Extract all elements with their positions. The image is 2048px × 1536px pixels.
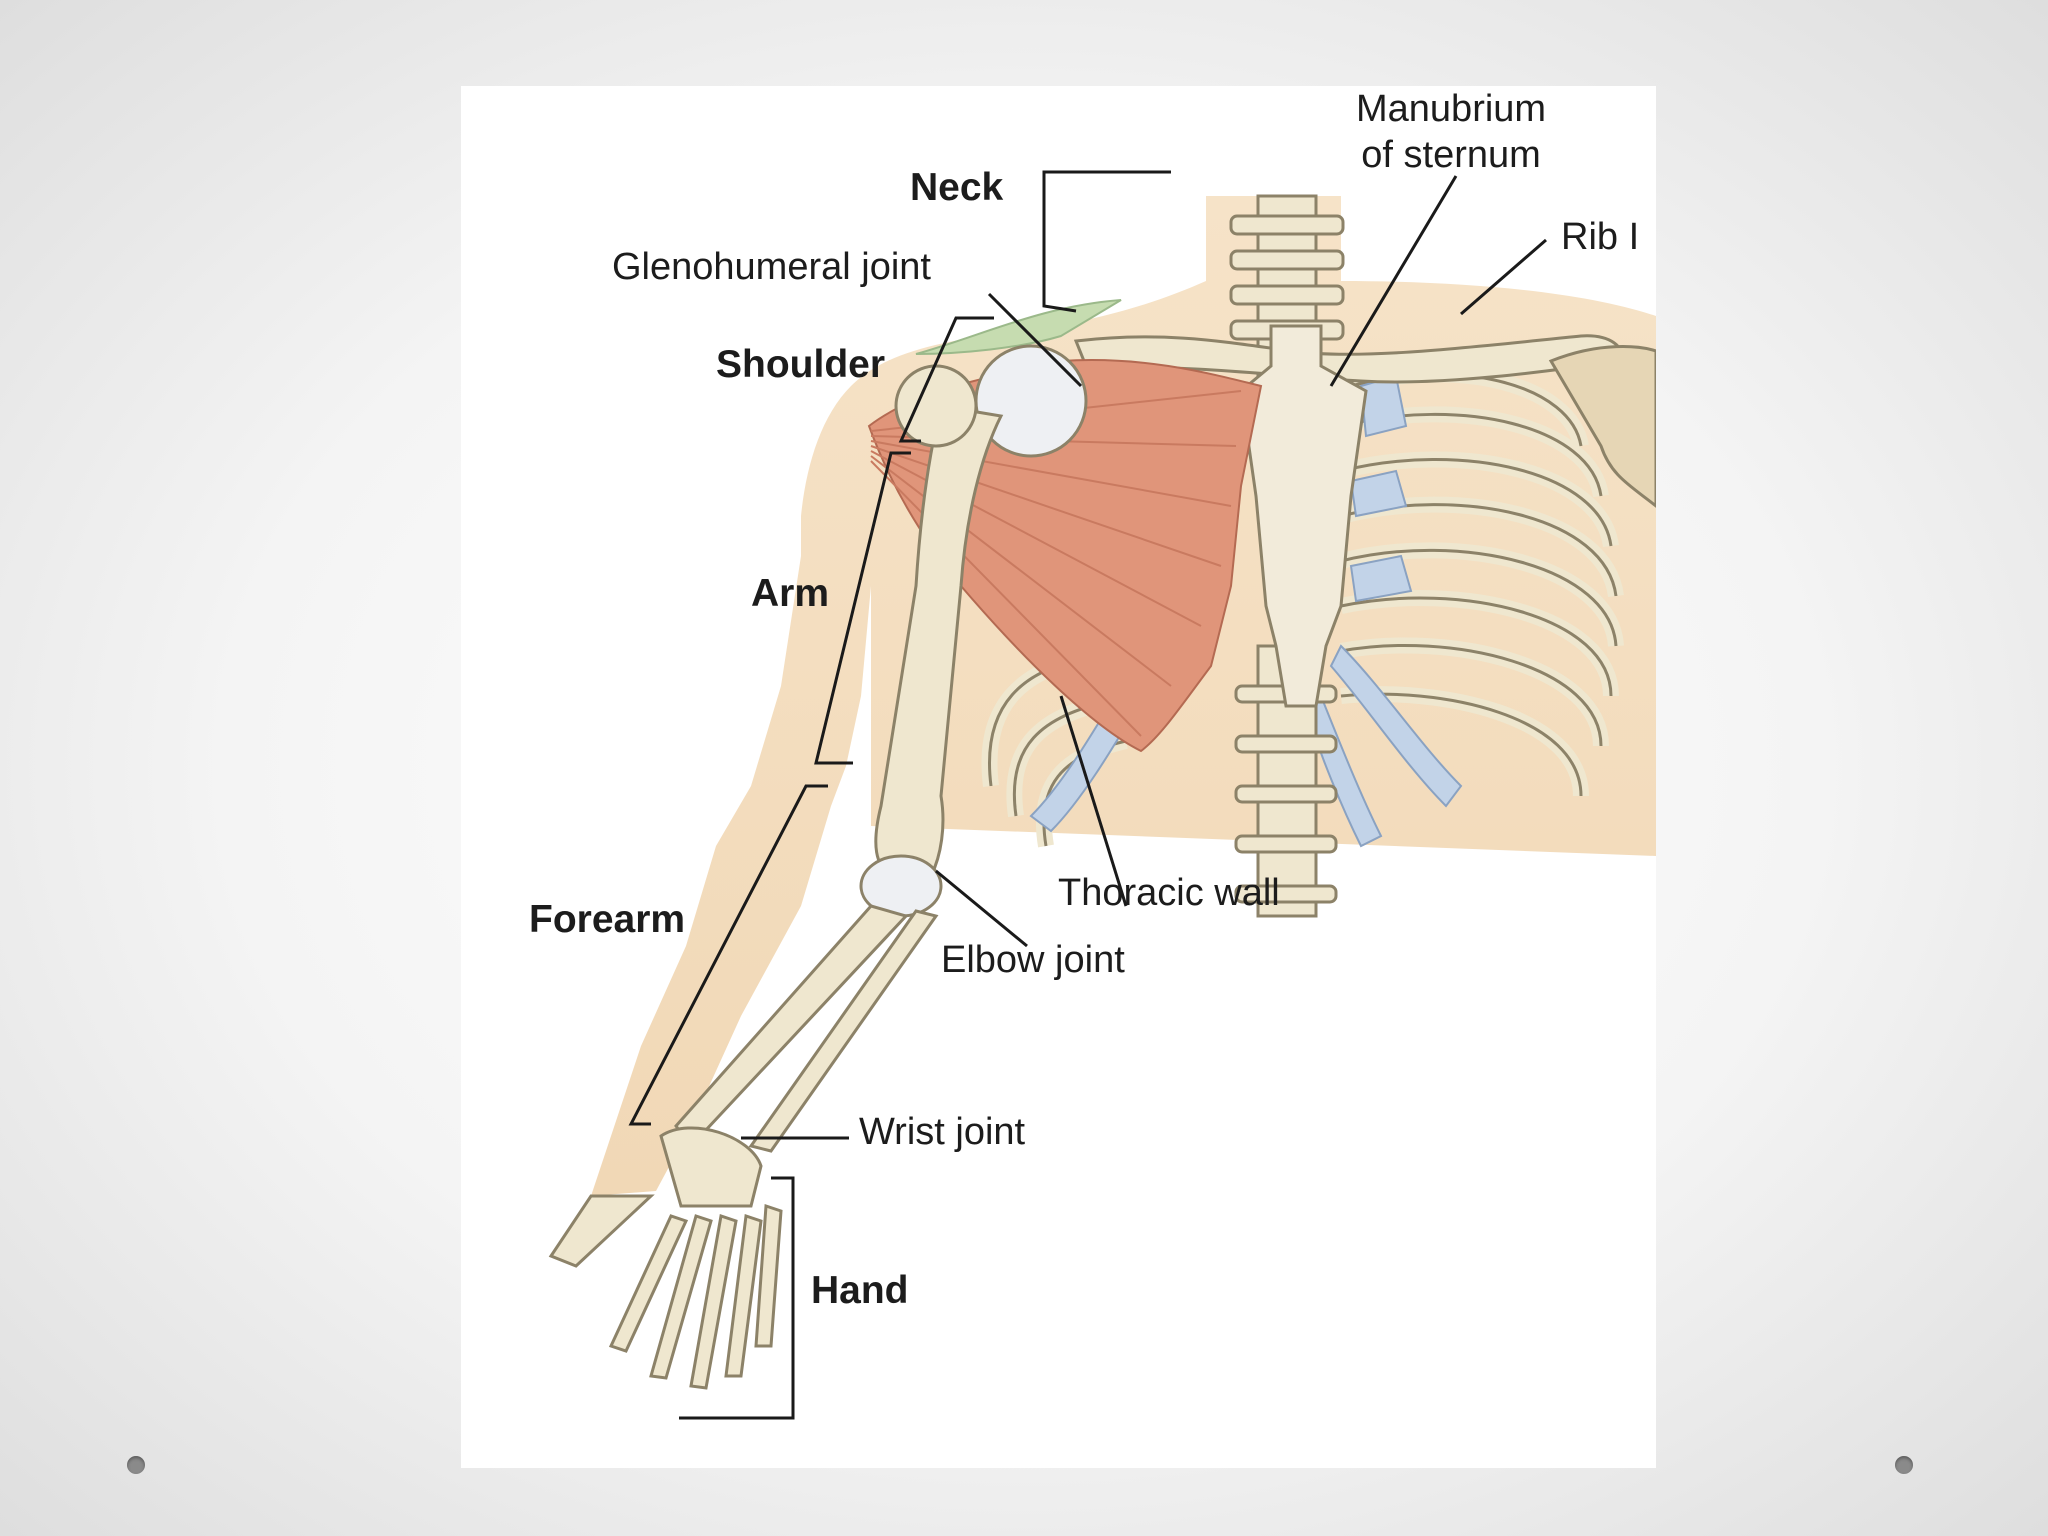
label-hand: Hand — [811, 1269, 909, 1312]
label-glenohumeral-joint: Glenohumeral joint — [612, 246, 931, 288]
slide-bullet-left — [127, 1456, 145, 1474]
label-neck: Neck — [910, 166, 1004, 209]
label-elbow-joint: Elbow joint — [941, 939, 1125, 981]
label-forearm: Forearm — [529, 898, 686, 941]
label-manubrium-line1: Manubrium — [1356, 88, 1547, 130]
label-manubrium-line2: of sternum — [1361, 134, 1541, 176]
label-shoulder: Shoulder — [716, 343, 886, 386]
label-rib-i: Rib I — [1561, 216, 1640, 258]
upper-limb-illustration — [548, 170, 1656, 1420]
leader-lines — [628, 170, 1547, 1420]
humerus — [874, 344, 1088, 878]
label-wrist-joint: Wrist joint — [859, 1111, 1026, 1153]
label-arm: Arm — [751, 572, 830, 615]
slide-bullet-right — [1895, 1456, 1913, 1474]
hand-bones — [548, 1126, 783, 1390]
anatomy-figure: Manubrium of sternum Rib I Neck Glenohum… — [461, 86, 1656, 1468]
label-manubrium: Manubrium of sternum — [1356, 86, 1546, 178]
label-thoracic-wall: Thoracic wall — [1058, 872, 1280, 914]
scapula-right — [1548, 345, 1656, 508]
supraclavicular-area — [915, 299, 1122, 355]
